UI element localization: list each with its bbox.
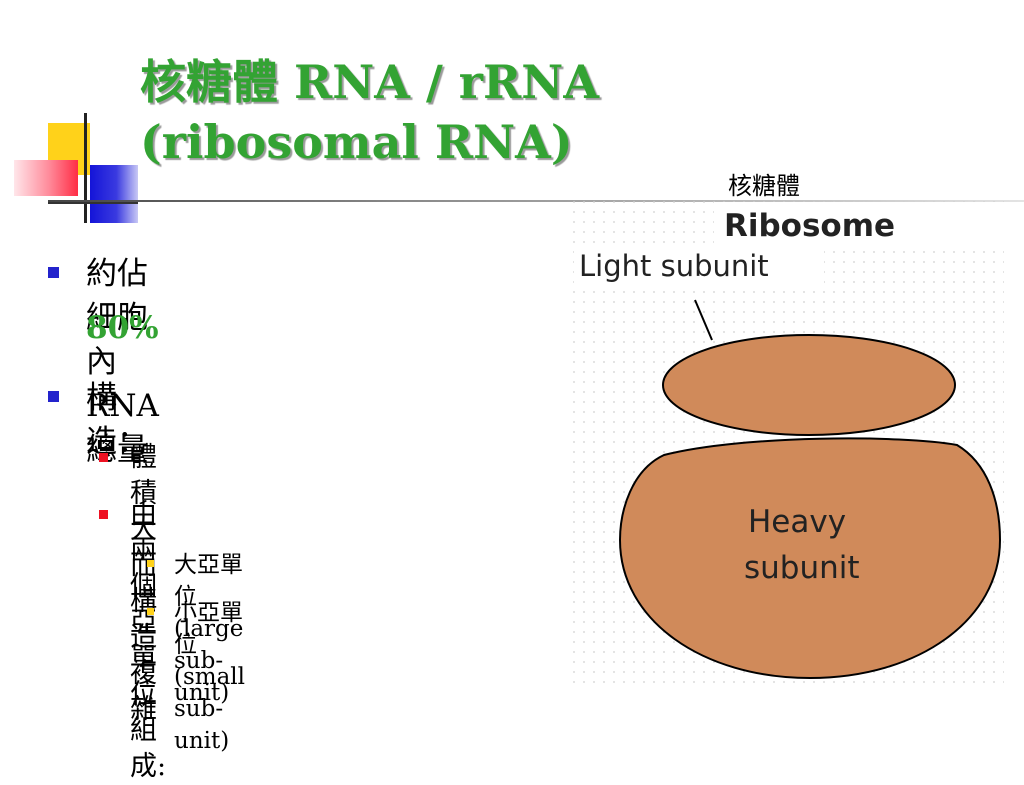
decor-vertical-line: [84, 113, 87, 223]
title-backdrop: [714, 202, 1004, 248]
bullet-item: 約佔細胞內 RNA 總量: [48, 252, 159, 472]
bullet-marker-blue: [48, 391, 59, 402]
light-subunit-shape: [662, 334, 956, 436]
bullet-continuation: 80%: [86, 306, 159, 350]
heavy-label-line1: Heavy: [748, 504, 846, 540]
sub-bullet-text: 體積大而構造複雜: [130, 442, 157, 725]
title-divider-line: [48, 200, 1024, 202]
sub-sub-bullet-item: 小亞單位 (small sub-unit): [147, 597, 246, 757]
figure-caption-zh: 核糖體: [728, 172, 800, 200]
sub-sub-bullet-text: 大亞單位 (large sub-unit): [174, 552, 244, 706]
title-divider-accent: [48, 202, 138, 204]
bullet-marker-blue: [48, 267, 59, 278]
slide-title-line1: 核糖體 RNA / rRNA: [140, 55, 600, 109]
sub-bullet-text: 由兩個亞單位組成:: [130, 499, 167, 782]
bullet-marker-red: [99, 510, 108, 519]
bullet-text: 約佔細胞內 RNA 總量: [86, 256, 159, 468]
ribosome-diagram: Ribosome Light subunit Heavy subunit: [572, 200, 1004, 688]
bullet-marker-red: [99, 453, 108, 462]
bullet-text: 構造：: [86, 380, 148, 460]
light-subunit-label: Light subunit: [579, 249, 769, 283]
decor-blue-square: [90, 165, 138, 223]
slide-title: 核糖體 RNA / rRNA (ribosomal RNA): [140, 52, 599, 172]
pointer-line: [694, 299, 713, 341]
sub-sub-bullet-item: 大亞單位 (large sub-unit): [147, 549, 244, 709]
bullet-marker-yellow: [147, 560, 154, 567]
heavy-label-line2: subunit: [744, 550, 860, 586]
sub-bullet-item: 體積大而構造複雜: [99, 440, 157, 728]
bullet-highlight-percentage: 80%: [86, 310, 159, 346]
light-label-backdrop: [574, 246, 824, 286]
bullet-marker-yellow: [147, 608, 154, 615]
slide-title-line2: (ribosomal RNA): [140, 115, 573, 169]
ribosome-title: Ribosome: [724, 208, 895, 244]
sub-sub-bullet-text: 小亞單位 (small sub-unit): [174, 600, 246, 754]
heavy-subunit-shape: [618, 437, 1002, 680]
decor-red-square: [14, 160, 78, 196]
sub-bullet-item: 由兩個亞單位組成:: [99, 497, 167, 785]
bullet-item: 構造：: [48, 376, 148, 464]
